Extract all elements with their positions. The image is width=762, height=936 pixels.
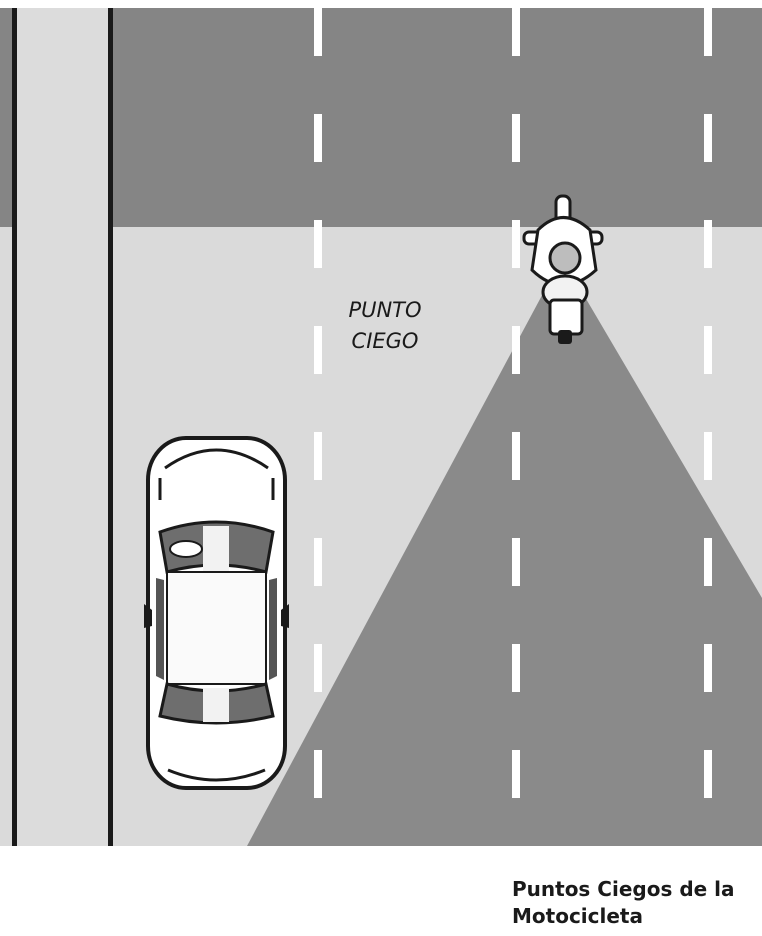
lane-dash bbox=[314, 750, 322, 798]
car-icon bbox=[144, 438, 289, 788]
lane-dash bbox=[704, 8, 712, 56]
curb-line-inner bbox=[108, 8, 113, 846]
lane-dash bbox=[704, 644, 712, 692]
lane-dash bbox=[704, 114, 712, 162]
lane-dash bbox=[704, 750, 712, 798]
lane-dash bbox=[512, 538, 520, 586]
lane-dash bbox=[512, 326, 520, 374]
shoulder-strip bbox=[16, 8, 110, 846]
lane-dash bbox=[704, 220, 712, 268]
lane-dash bbox=[314, 432, 322, 480]
lane-dash bbox=[512, 220, 520, 268]
lane-dash bbox=[512, 432, 520, 480]
lane-dash bbox=[512, 8, 520, 56]
lane-dash bbox=[314, 114, 322, 162]
lane-dash bbox=[314, 326, 322, 374]
caption-line2: Motocicleta bbox=[512, 903, 762, 930]
road-far-section bbox=[0, 8, 762, 227]
lane-dash bbox=[314, 538, 322, 586]
lane-dash bbox=[512, 750, 520, 798]
lane-dash bbox=[314, 644, 322, 692]
lane-dash bbox=[512, 644, 520, 692]
lane-dash bbox=[704, 432, 712, 480]
lane-dash bbox=[512, 114, 520, 162]
lane-dash bbox=[704, 538, 712, 586]
caption-line1: Puntos Ciegos de la bbox=[512, 876, 762, 903]
blind-spot-label-line2: CIEGO bbox=[330, 326, 440, 357]
lane-dash bbox=[314, 220, 322, 268]
blind-spot-label: PUNTO CIEGO bbox=[330, 295, 440, 357]
lane-dash bbox=[704, 326, 712, 374]
lane-dash bbox=[314, 8, 322, 56]
curb-line-outer bbox=[12, 8, 17, 846]
figure-caption: Puntos Ciegos de la Motocicleta bbox=[512, 876, 762, 930]
blind-spot-label-line1: PUNTO bbox=[330, 295, 440, 326]
